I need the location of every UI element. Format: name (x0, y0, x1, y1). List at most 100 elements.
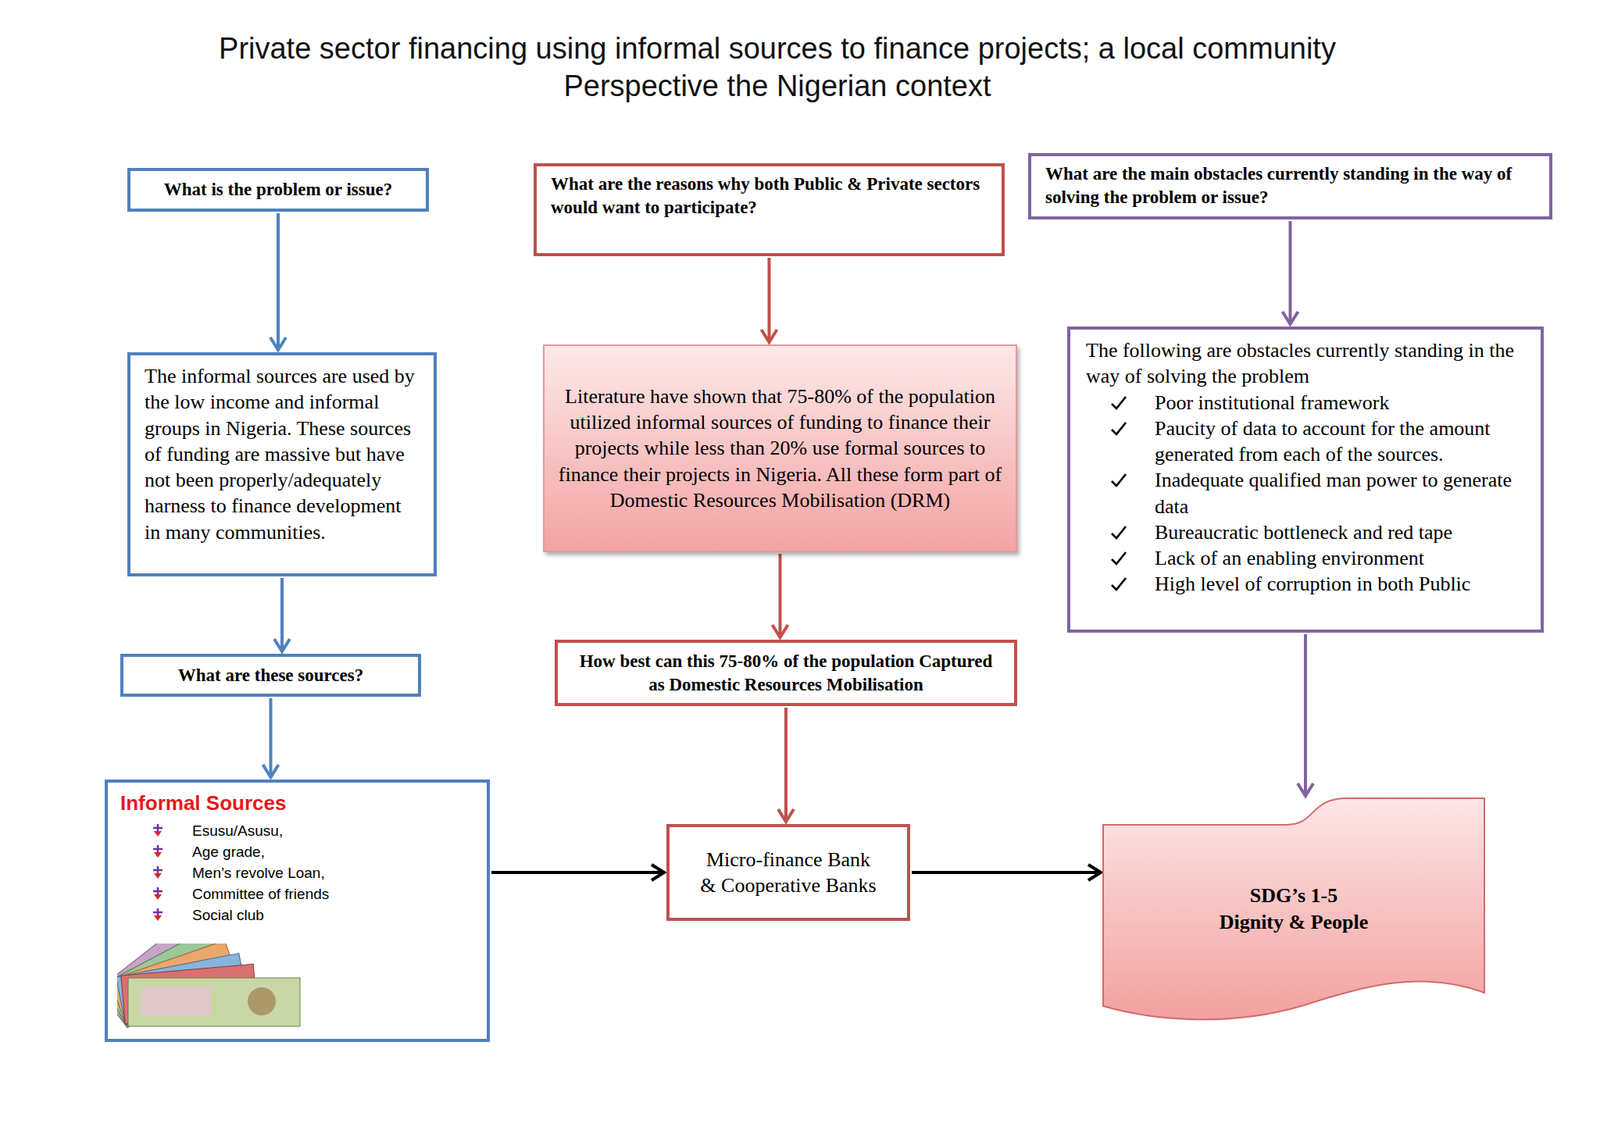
box-text: The informal sources are used by the low… (144, 363, 422, 546)
list-item-text: Bureaucratic bottleneck and red tape (1154, 519, 1453, 546)
box-text: What are the main obstacles currently st… (1045, 162, 1536, 210)
list-item-text: Paucity of data to account for the amoun… (1154, 415, 1529, 468)
question-box: What are the main obstacles currently st… (1028, 153, 1553, 220)
list-heading: Informal Sources (120, 790, 475, 818)
connector (270, 213, 286, 350)
sources-box: Informal SourcesEsusu/Asusu,Age grade,Me… (104, 779, 490, 1043)
list-item-text: Inadequate qualified man power to genera… (1154, 467, 1529, 520)
list-item: High level of corruption in both Public (1085, 571, 1529, 597)
list-item-text: Esusu/Asusu, (192, 820, 283, 842)
text-box: The informal sources are used by the low… (127, 352, 437, 577)
check-stroke (1111, 396, 1126, 409)
money-illustration (117, 943, 313, 1032)
list-item-text: Social club (192, 904, 265, 926)
question-box: How best can this 75-80% of the populati… (554, 639, 1018, 707)
question-box: What is the problem or issue? (127, 167, 429, 212)
banner-path (1103, 798, 1485, 1020)
bullet-arrow (151, 844, 165, 859)
arrow-head (651, 864, 665, 881)
process-box: Micro-finance Bank & Cooperative Banks (666, 824, 911, 922)
box-text: What is the problem or issue? (144, 178, 412, 202)
list-item-text: Committee of friends (192, 883, 329, 905)
box-text: What are these sources? (137, 664, 404, 688)
bullet-arrow (151, 823, 165, 838)
bullet-stem (157, 824, 160, 833)
arrow-head (761, 329, 778, 343)
arrow-head (270, 337, 286, 350)
arrow-head (1088, 864, 1101, 881)
arrow-head (778, 809, 794, 822)
list-item: Inadequate qualified man power to genera… (1085, 467, 1529, 520)
check-mark (1109, 419, 1129, 439)
connector (772, 553, 789, 638)
connector (778, 707, 794, 822)
diagram-title: Private sector financing using informal … (152, 29, 1403, 105)
list-item: Poor institutional framework (1085, 389, 1529, 416)
bullet-head (153, 894, 162, 900)
note-pattern (140, 987, 211, 1016)
checklist-box: The following are obstacles currently st… (1067, 326, 1544, 633)
bullet-head (153, 915, 162, 922)
bullet-stem (157, 908, 160, 917)
check-mark (1109, 549, 1129, 568)
box-text: How best can this 75-80% of the populati… (571, 650, 1000, 697)
list-item: Lack of an enabling environment (1085, 545, 1529, 572)
bullet-stem (157, 866, 160, 875)
connector (1282, 221, 1299, 325)
arrow-head (772, 625, 789, 638)
bullet-head (153, 831, 162, 837)
list-item: Social club (120, 904, 475, 926)
connector-line (784, 707, 788, 822)
bullet-arrow (151, 907, 165, 922)
bullet-arrow (151, 886, 165, 901)
box-text: What are the reasons why both Public & P… (550, 172, 988, 220)
list-item: Age grade, (120, 841, 475, 863)
connector-line (778, 553, 783, 638)
connector (911, 864, 1101, 881)
list-item: Committee of friends (120, 883, 475, 905)
check-mark (1109, 393, 1129, 413)
check-stroke (1111, 474, 1126, 486)
banknote (128, 978, 300, 1027)
arrow-head (1297, 783, 1314, 797)
bullet-stem (157, 845, 160, 854)
connector (491, 864, 665, 881)
arrow-head (1282, 311, 1299, 325)
banknotes (117, 943, 300, 1029)
arrow-head (263, 764, 279, 778)
connector-line (276, 213, 280, 350)
box-text: SDG’s 1-5 Dignity & People (1216, 882, 1372, 936)
connector (761, 257, 778, 343)
banner-shape: SDG’s 1-5 Dignity & People (1103, 798, 1485, 1020)
check-stroke (1111, 422, 1126, 435)
connector-line (1303, 634, 1308, 797)
bullet-stem (157, 887, 160, 896)
list-item: Esusu/Asusu, (120, 820, 475, 842)
list-item-text: High level of corruption in both Public (1154, 571, 1471, 597)
list-item-text: Lack of an enabling environment (1154, 545, 1425, 572)
connector-line (767, 257, 772, 343)
question-box: What are the reasons why both Public & P… (533, 163, 1005, 257)
box-text: Literature have shown that 75-80% of the… (555, 383, 1005, 514)
list-item: Bureaucratic bottleneck and red tape (1085, 519, 1529, 546)
list-item-text: Poor institutional framework (1154, 389, 1390, 416)
list-item-text: Men’s revolve Loan, (192, 862, 325, 884)
connector-line (1289, 221, 1293, 325)
check-stroke (1111, 552, 1126, 565)
question-box: What are these sources? (120, 653, 422, 697)
connector-line (280, 578, 284, 652)
banner-outline (1103, 798, 1485, 1020)
check-stroke (1111, 578, 1126, 590)
box-text: Micro-finance Bank & Cooperative Banks (697, 846, 879, 900)
highlight-box: Literature have shown that 75-80% of the… (542, 344, 1018, 553)
bullet-head (153, 873, 162, 879)
connector (274, 578, 290, 652)
box-text: The following are obstacles currently st… (1085, 337, 1529, 390)
check-mark (1109, 471, 1129, 490)
list-item-text: Age grade, (192, 841, 265, 863)
bullet-head (153, 852, 162, 858)
connector (263, 698, 279, 778)
connector-line (911, 871, 1101, 875)
check-mark (1109, 575, 1129, 594)
arrow-head (274, 639, 290, 652)
